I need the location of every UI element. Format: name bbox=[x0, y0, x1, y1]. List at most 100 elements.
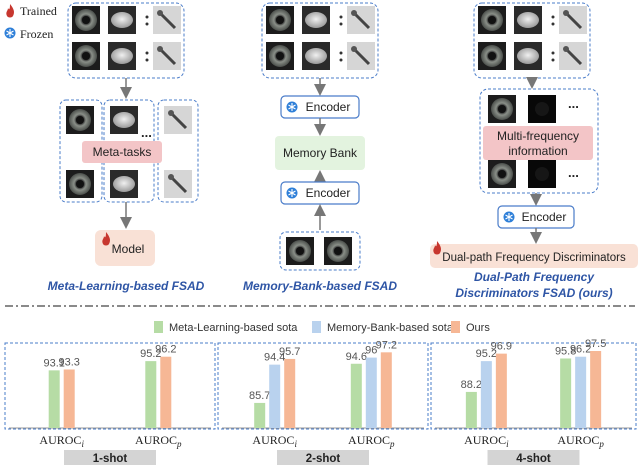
meta-tasks-label: Meta-tasks bbox=[93, 145, 152, 159]
screw-image bbox=[557, 40, 589, 72]
meta-caption: Meta-Learning-based FSAD bbox=[48, 279, 205, 293]
nut-image bbox=[72, 42, 100, 70]
encoder-bottom-label: Encoder bbox=[306, 186, 351, 200]
support-set-box bbox=[473, 2, 591, 79]
nut-image bbox=[324, 237, 352, 265]
data-label: 95.2 bbox=[476, 348, 497, 360]
nut-image bbox=[286, 237, 314, 265]
chart-frame bbox=[430, 342, 637, 430]
bar bbox=[254, 402, 266, 428]
snowflake-icon bbox=[502, 210, 516, 224]
bar bbox=[480, 361, 492, 428]
support-set-box bbox=[67, 2, 185, 79]
multi-frequency-label-1: Multi-frequency bbox=[497, 129, 579, 143]
screw-image bbox=[162, 168, 194, 200]
flame-icon bbox=[433, 241, 441, 255]
nut-image bbox=[478, 42, 506, 70]
legend-swatch-blue bbox=[312, 321, 321, 333]
nut-image bbox=[478, 6, 506, 34]
ellipsis: ... bbox=[568, 96, 579, 111]
memory-caption: Memory-Bank-based FSAD bbox=[243, 279, 397, 293]
screw-image bbox=[345, 40, 377, 72]
model-box bbox=[95, 230, 155, 266]
ellipsis: ... bbox=[141, 125, 152, 140]
ellipsis: ... bbox=[568, 165, 579, 180]
screw-image bbox=[557, 4, 589, 36]
encoder-label: Encoder bbox=[522, 210, 567, 224]
legend-label-memory: Memory-Bank-based sota bbox=[327, 322, 454, 334]
screw-image bbox=[345, 4, 377, 36]
multi-frequency-box bbox=[483, 126, 593, 160]
nut-image bbox=[266, 6, 294, 34]
data-label: 94.4 bbox=[264, 352, 285, 364]
chart-frame bbox=[217, 342, 429, 430]
data-label: 94.6 bbox=[346, 351, 367, 363]
pill-image bbox=[110, 106, 138, 134]
frequency-map-image bbox=[528, 160, 556, 188]
discriminators-label: Dual-path Frequency Discriminators bbox=[442, 252, 626, 264]
bar-charts: 93.193.3AUROCi95.296.2AUROCp1-shot85.794… bbox=[4, 338, 637, 465]
data-label: 97.5 bbox=[585, 338, 606, 350]
bar bbox=[365, 357, 377, 428]
data-label: 95.7 bbox=[279, 346, 300, 358]
tick-label: AUROCp bbox=[348, 433, 395, 449]
bar bbox=[145, 361, 157, 428]
legend-swatch-green bbox=[154, 321, 163, 333]
data-label: 96.2 bbox=[570, 344, 591, 356]
bar bbox=[160, 356, 172, 428]
memory-bank-label: Memory Bank bbox=[283, 146, 358, 160]
nut-image bbox=[66, 106, 94, 134]
bar bbox=[575, 356, 587, 428]
nut-image bbox=[488, 95, 516, 123]
data-label: 88.2 bbox=[461, 379, 482, 391]
bar bbox=[495, 353, 507, 428]
dual-caption-2: Discriminators FSAD (ours) bbox=[455, 286, 612, 300]
task-box-1 bbox=[59, 99, 103, 203]
nut-image bbox=[488, 160, 516, 188]
pill-image bbox=[302, 6, 330, 34]
discriminators-box bbox=[430, 244, 638, 268]
shot-badge bbox=[64, 450, 156, 465]
frequency-box bbox=[479, 88, 599, 194]
legend-trained-label: Trained bbox=[20, 4, 57, 18]
bar bbox=[284, 358, 296, 428]
data-label: 93.1 bbox=[43, 357, 64, 369]
tick-label: AUROCi bbox=[464, 433, 509, 449]
legend-label-ours: Ours bbox=[466, 322, 490, 334]
data-label: 97.2 bbox=[376, 339, 397, 351]
data-label: 95.2 bbox=[140, 348, 161, 360]
shot-title: 2-shot bbox=[306, 453, 341, 465]
data-label: 85.7 bbox=[249, 390, 270, 402]
meta-tasks-box bbox=[82, 141, 162, 163]
memory-bank-panel: Encoder Memory Bank Encoder Memory-Bank-… bbox=[243, 2, 397, 293]
query-box bbox=[279, 231, 361, 271]
nut-image bbox=[66, 170, 94, 198]
bar bbox=[380, 352, 392, 428]
legend-swatch-orange bbox=[451, 321, 460, 333]
legend-label-meta: Meta-Learning-based sota bbox=[169, 322, 298, 334]
data-label: 96.9 bbox=[491, 341, 512, 353]
tick-label: AUROCi bbox=[39, 433, 84, 449]
bar bbox=[465, 391, 477, 428]
legend-frozen-label: Frozen bbox=[20, 27, 53, 41]
bar bbox=[590, 351, 602, 428]
snowflake-icon bbox=[285, 186, 299, 200]
frequency-map-image bbox=[528, 95, 556, 123]
pill-image bbox=[108, 42, 136, 70]
tick-label: AUROCi bbox=[252, 433, 297, 449]
snowflake-icon bbox=[285, 100, 299, 114]
bar bbox=[560, 358, 572, 428]
screw-image bbox=[151, 4, 183, 36]
shot-badge bbox=[277, 450, 369, 465]
model-label: Model bbox=[112, 242, 145, 256]
bar bbox=[48, 370, 60, 428]
data-label: 96.2 bbox=[155, 344, 176, 356]
tick-label: AUROCp bbox=[135, 433, 182, 449]
tick-label: AUROCp bbox=[557, 433, 604, 449]
multi-frequency-label-2: information bbox=[508, 144, 567, 158]
meta-learning-panel: ... Meta-tasks Model Meta-Learning-based… bbox=[48, 2, 205, 293]
bar bbox=[350, 363, 362, 428]
bar bbox=[269, 364, 281, 428]
pill-image bbox=[514, 6, 542, 34]
